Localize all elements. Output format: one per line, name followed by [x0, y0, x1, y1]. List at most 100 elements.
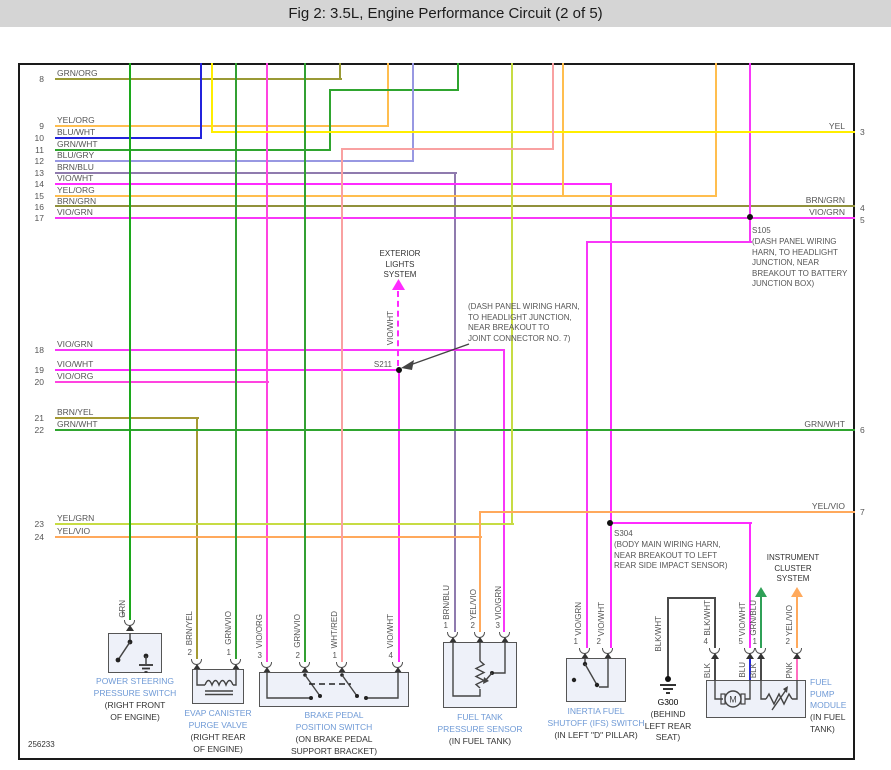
evap-coil-symbol	[196, 669, 237, 696]
pin-number: 16	[34, 202, 44, 212]
wire-label: YEL/ORG	[57, 115, 95, 125]
pin-number: 4	[388, 651, 393, 660]
diagram-code: 256233	[28, 740, 55, 749]
wire-blu-wht-10-riser	[200, 63, 202, 137]
connector-icon	[230, 659, 242, 670]
connector-icon	[755, 648, 767, 659]
wire-yel-org-15-riser	[715, 63, 717, 195]
wire-label-vertical: BRN/BLU	[442, 585, 451, 620]
arrow-up-icon	[392, 279, 405, 290]
pin-number: 6	[860, 425, 865, 435]
wire-brn-blu-13-drop	[454, 172, 456, 632]
component-name: G300	[657, 697, 679, 707]
wire-vio-grn-17-5	[55, 217, 855, 219]
wire-grn-org-8-riser	[339, 63, 341, 78]
pin-number: 24	[34, 532, 44, 542]
wire-label-vertical: WHT/RED	[330, 610, 339, 648]
pin-number: 1	[332, 651, 337, 660]
wire-blu-gry-12-riser	[412, 63, 414, 160]
wire-yel-vio-cluster	[796, 596, 798, 648]
stub-blu-pin5	[749, 658, 751, 680]
page-title: Fig 2: 3.5L, Engine Performance Circuit …	[288, 5, 603, 22]
wire-blk-wht-g300	[667, 597, 669, 679]
component-name: BRAKE PEDAL POSITION SWITCH	[295, 710, 373, 732]
pin-number: 4	[703, 637, 708, 646]
wire-yel-grn-23-riser	[511, 63, 513, 523]
component-location: (IN FUEL TANK)	[810, 712, 846, 734]
title-bar: Fig 2: 3.5L, Engine Performance Circuit …	[0, 0, 891, 27]
pin-number: 14	[34, 179, 44, 189]
wire-label: BRN/YEL	[57, 407, 94, 417]
pin-number: 2	[470, 621, 475, 630]
splice-desc-s105: (DASH PANEL WIRING HARN, TO HEADLIGHT JU…	[752, 237, 848, 289]
connector-icon	[191, 659, 203, 670]
instrument-cluster-system-ref: INSTRUMENT CLUSTER SYSTEM	[766, 553, 820, 584]
pin-number: 2	[295, 651, 300, 660]
pin-number: 3	[495, 621, 500, 630]
wire-vio-wht-14	[55, 183, 612, 185]
wire-yel-org-15-riser2	[562, 63, 564, 195]
wire-grn-wht-11-jog	[329, 89, 459, 91]
pin-number: 2	[596, 637, 601, 646]
component-location: (RIGHT REAR OF ENGINE)	[190, 732, 246, 754]
ground-dot-g300	[665, 676, 671, 682]
pin-number: 13	[34, 168, 44, 178]
stub-blk-pin4	[714, 658, 716, 680]
wire-label: VIO/WHT	[57, 173, 94, 183]
pin-number: 20	[34, 377, 44, 387]
wire-brn-yel-21-drop	[196, 417, 198, 659]
pin-number: 1	[752, 637, 757, 646]
ground-icon	[666, 692, 670, 694]
wire-label: VIO/GRN	[809, 207, 845, 217]
svg-text:M: M	[729, 695, 737, 705]
wire-yel-org-9-riser	[387, 63, 389, 125]
brake-switch-symbol	[266, 672, 399, 700]
wire-yel-vio-sensor-drop	[479, 511, 481, 632]
wire-grn-vio-brake	[304, 63, 306, 662]
wire-label-vertical: BLK	[749, 662, 758, 678]
splice-dot-s105	[747, 214, 753, 220]
wire-label: BRN/BLU	[57, 162, 94, 172]
pin-number: 9	[39, 121, 44, 131]
wire-wht-red-riser	[552, 63, 554, 149]
pin-number: 5	[860, 215, 865, 225]
wire-vio-grn-18	[55, 349, 505, 351]
wire-vio-grn-branch	[587, 241, 752, 243]
wire-label: VIO/GRN	[57, 207, 93, 217]
splice-dot-s211	[396, 367, 402, 373]
wire-label-vertical: VIO/WHT	[738, 601, 747, 636]
wire-vio-grn-inertia-drop	[586, 241, 588, 648]
wire-label-vertical: VIO/GRN	[574, 602, 583, 636]
wire-label: BLU/GRY	[57, 150, 95, 160]
stub-blk-pin1	[760, 658, 762, 680]
wire-label: GRN/ORG	[57, 68, 98, 78]
pin-number: 5	[738, 637, 743, 646]
pin-number: 21	[34, 413, 44, 423]
wire-label-vertical: YEL/VIO	[785, 604, 794, 636]
wire-blu-gry-12	[55, 160, 414, 162]
pin-number: 1	[573, 637, 578, 646]
pin-number: 11	[35, 145, 44, 155]
wire-vio-wht-fuel-pump-drop	[749, 522, 751, 648]
component-name: EVAP CANISTER PURGE VALVE	[184, 708, 252, 730]
pin-number: 2	[785, 637, 790, 646]
connector-icon	[579, 648, 591, 659]
wire-grn-wht-11-riser	[329, 89, 331, 149]
wire-grn-vio-evap	[235, 63, 237, 659]
wire-blk-wht-pump-drop	[714, 597, 716, 648]
pin-number: 10	[34, 133, 44, 143]
splice-desc-s211: (DASH PANEL WIRING HARN, TO HEADLIGHT JU…	[468, 302, 580, 343]
arrow-up-icon	[791, 587, 803, 597]
wire-vio-grn-18-drop	[503, 349, 505, 632]
pin-number: 17	[34, 213, 44, 223]
wire-label: BRN/GRN	[805, 195, 845, 205]
wire-wht-red-drop	[341, 148, 343, 662]
connector-icon	[791, 648, 803, 659]
wire-label: VIO/WHT	[57, 359, 94, 369]
psp-switch-box	[108, 633, 162, 673]
component-name: FUEL TANK PRESSURE SENSOR	[437, 712, 523, 734]
wire-yel-org-15	[55, 195, 717, 197]
stub-pnk-pin2	[796, 658, 798, 680]
wire-brn-blu-13	[55, 172, 457, 174]
splice-id-s211: S211	[373, 360, 392, 369]
